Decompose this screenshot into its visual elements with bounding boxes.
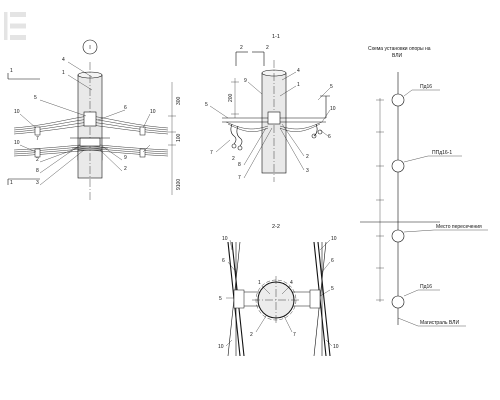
label-pole-bottom: Пд16: [420, 284, 432, 290]
dim-9100: 9100: [176, 179, 182, 190]
callout-5-right: 5: [330, 84, 333, 90]
callout-4: 4: [62, 57, 65, 63]
section-1-1-title: 1-1: [272, 34, 280, 40]
bracket-lower: [79, 137, 101, 147]
pole-symbol-bottom: [391, 295, 405, 309]
callout-7: 7: [36, 136, 39, 142]
left-clamps-1-1: [230, 123, 243, 151]
callout-9: 9: [244, 78, 247, 84]
callout-2-left: 2: [36, 157, 39, 163]
callout-1: 1: [258, 280, 261, 286]
callout-1: 1: [297, 82, 300, 88]
callout-5-right: 5: [331, 286, 334, 292]
clamp-left-lower: [34, 148, 41, 158]
callout-2b: 2: [232, 156, 235, 162]
callout-10-right: 10: [150, 109, 156, 115]
clamp-right-lower: [139, 148, 146, 158]
callout-1: 1: [62, 70, 65, 76]
callout-10-bottom-right: 10: [333, 344, 339, 350]
callout-10-left: 10: [14, 109, 20, 115]
label-crossing: Место пересечения: [436, 224, 482, 230]
pole-symbol-top: [391, 93, 405, 107]
callout-5: 5: [34, 95, 37, 101]
section-mark-2-right: 2: [266, 45, 269, 51]
dim-200: 200: [228, 93, 234, 102]
roman-marker-label: I: [89, 45, 91, 51]
callout-7: 7: [238, 175, 241, 181]
clamp-left-upper: [34, 126, 41, 136]
callout-6: 6: [328, 134, 331, 140]
section-1-1-view: 1-1 2 2 200: [205, 34, 336, 182]
label-pole-top: Пд16: [420, 84, 432, 90]
scheme-title-line2: ВЛИ: [392, 53, 403, 59]
callout-7: 7: [293, 332, 296, 338]
clamp-right-upper: [139, 126, 146, 136]
callout-10: 10: [330, 106, 336, 112]
section-mark-bottom: 1: [10, 180, 13, 186]
callout-5-left: 5: [205, 102, 208, 108]
callout-7b: 7: [210, 150, 213, 156]
callout-10-top-right: 10: [331, 236, 337, 242]
callout-3: 3: [36, 180, 39, 186]
section-mark-top: 1: [10, 68, 13, 74]
callout-6-left: 6: [222, 258, 225, 264]
callout-9: 9: [124, 155, 127, 161]
roman-marker-circle: [82, 39, 98, 55]
label-main-line: Магистраль ВЛИ: [420, 320, 459, 326]
installation-scheme: Схема установки опоры на ВЛИ: [360, 46, 488, 327]
section-mark-2-left: 2: [240, 45, 243, 51]
callout-6-right: 6: [331, 258, 334, 264]
callout-8: 8: [238, 162, 241, 168]
callout-2: 2: [306, 154, 309, 160]
callout-5-left: 5: [219, 296, 222, 302]
callout-10-top-left: 10: [222, 236, 228, 242]
callout-10-bottom-left: 10: [218, 344, 224, 350]
dim-300: 300: [176, 96, 182, 105]
dim-100: 100: [176, 133, 182, 142]
label-pole-mid: ППд16-1: [432, 150, 452, 156]
callout-2-right: 2: [124, 166, 127, 172]
callout-8: 8: [36, 168, 39, 174]
right-clamps-1-1: [311, 123, 323, 139]
bracket-upper: [83, 111, 97, 127]
scheme-title-line1: Схема установки опоры на: [368, 46, 431, 52]
callout-2: 2: [250, 332, 253, 338]
pole-symbol-mid: [391, 159, 405, 173]
callout-4: 4: [297, 68, 300, 74]
callout-4: 4: [290, 280, 293, 286]
callout-6: 6: [124, 105, 127, 111]
callout-10-lower: 10: [14, 140, 20, 146]
left-elevation-view: I 1 1: [7, 39, 182, 200]
section-2-2-title: 2-2: [272, 224, 280, 230]
pole-symbol-cross: [391, 229, 405, 243]
callout-3: 3: [306, 168, 309, 174]
logo: iE: [4, 12, 26, 40]
section-2-2-view: 2-2: [218, 224, 339, 357]
